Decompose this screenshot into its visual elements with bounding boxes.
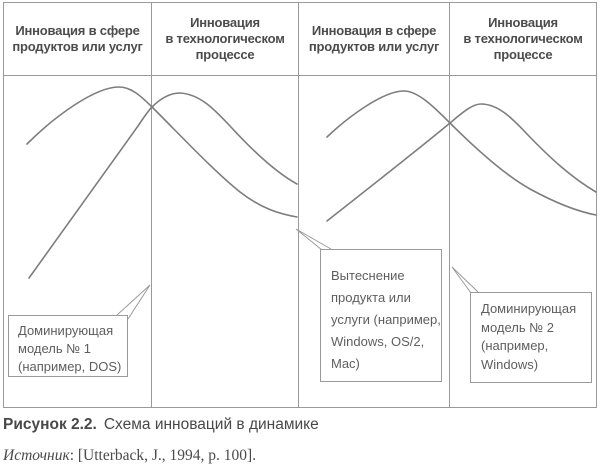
- header-line: Инновация: [190, 14, 260, 30]
- source-label: Источник: [3, 447, 70, 464]
- diagram-linework: [3, 2, 597, 408]
- callout-line: (например,: [481, 338, 549, 353]
- callout-2-leader: [295, 228, 332, 251]
- figure-title: Схема инноваций в динамике: [103, 416, 319, 433]
- process-innovation-curve-1: [28, 92, 298, 279]
- callout-line: Доминирующая: [18, 323, 114, 338]
- callout-line: Windows): [481, 356, 539, 372]
- header-line: продуктов или услуг: [12, 38, 143, 54]
- callout-line: Доминирующая: [481, 301, 577, 316]
- header-line: Инновация в сфере: [15, 22, 140, 38]
- callout-box-dominant-model-1: Доминирующая модель № 1 (например, DOS): [8, 315, 128, 377]
- callout-line: Mac): [331, 356, 360, 371]
- callout-3-leader: [451, 266, 479, 294]
- process-innovation-curve-2: [326, 103, 597, 222]
- product-innovation-curve-2: [326, 90, 597, 216]
- header-line: в технологическом: [463, 30, 583, 46]
- callout-box-dominant-model-2: Доминирующая модель № 2 (например, Windo…: [470, 292, 592, 383]
- callout-1-leader: [116, 284, 151, 320]
- header-cell-process-innovation-2: Инновация в технологическом процессе: [450, 2, 596, 75]
- header-cell-process-innovation-1: Инновация в технологическом процессе: [152, 2, 298, 75]
- callout-line: (например, DOS): [18, 359, 122, 374]
- callout-1-leader-fill: [117, 285, 150, 319]
- callout-line: модель № 2: [481, 319, 555, 335]
- header-line: процессе: [195, 46, 255, 62]
- header-line: продуктов или услуг: [308, 38, 440, 54]
- callout-line: Windows, OS/2,: [331, 334, 425, 349]
- source-reference: : [Utterback, J., 1994, p. 100].: [69, 447, 257, 464]
- callout-box-product-displacement: Вытеснение продукта или услуги (например…: [320, 249, 442, 382]
- table-frame: [3, 2, 597, 408]
- figure-source: Источник: [Utterback, J., 1994, p. 100].: [3, 447, 256, 465]
- header-line: Инновация в сфере: [311, 22, 437, 38]
- header-line: в технологическом: [165, 30, 285, 46]
- figure-number: Рисунок 2.2.: [3, 416, 97, 433]
- callout-line: модель № 1: [18, 341, 92, 356]
- callout-line: услуги (например,: [331, 312, 441, 327]
- header-cell-product-innovation-2: Инновация в сфере продуктов или услуг: [299, 2, 449, 75]
- callout-line: Вытеснение: [331, 268, 405, 283]
- callout-line: продукта или: [331, 290, 411, 305]
- figure-caption: Рисунок 2.2. Схема инноваций в динамике: [3, 416, 319, 434]
- header-cell-product-innovation-1: Инновация в сфере продуктов или услуг: [4, 2, 151, 75]
- header-line: процессе: [493, 46, 553, 62]
- header-line: Инновация: [488, 14, 558, 30]
